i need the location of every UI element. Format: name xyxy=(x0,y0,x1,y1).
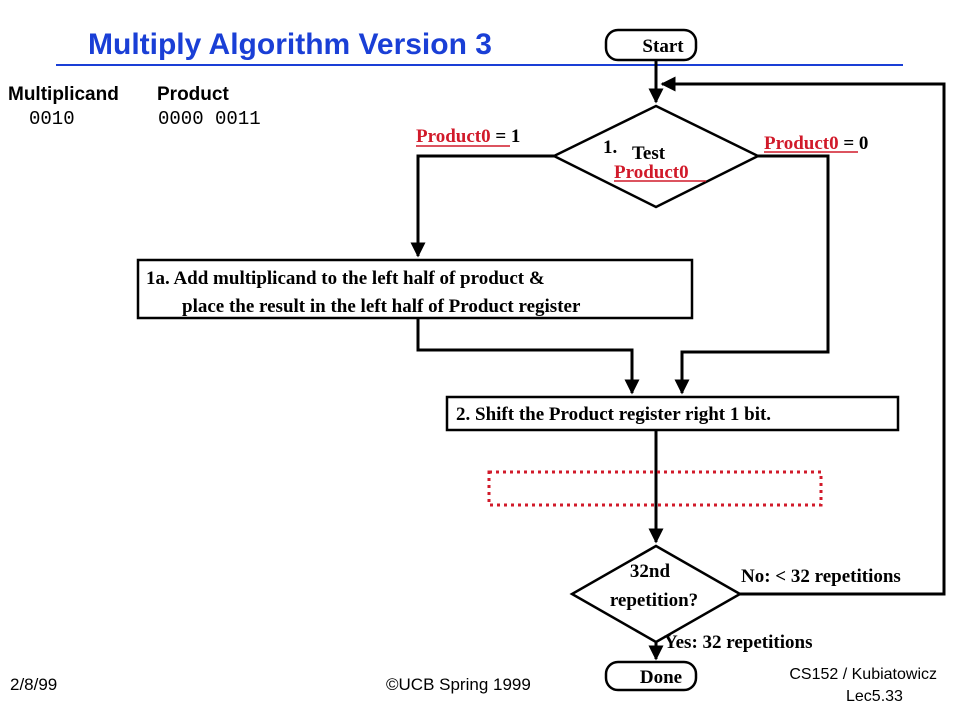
decision-line1: 32nd xyxy=(630,561,671,582)
step1a-line2: place the result in the left half of Pro… xyxy=(182,296,581,317)
product-label: Product xyxy=(157,84,229,105)
no-label: No: < 32 repetitions xyxy=(741,566,901,587)
footer-date: 2/8/99 xyxy=(10,675,57,694)
footer-lecture: Lec5.33 xyxy=(846,688,903,705)
branch-zero-label: Product0 = 0 xyxy=(764,133,868,154)
multiplicand-value: 0010 xyxy=(29,108,75,130)
step1a-box xyxy=(136,258,694,320)
branch-zero-value: = 0 xyxy=(839,133,869,154)
branch-zero-register: Product0 xyxy=(764,133,839,154)
test-word: Test xyxy=(632,143,666,164)
start-label: Start xyxy=(642,36,684,57)
done-terminal xyxy=(604,660,698,692)
product-value: 0000 0011 xyxy=(158,108,261,130)
done-label: Done xyxy=(640,667,682,688)
slide-title: Multiply Algorithm Version 3 xyxy=(88,28,492,61)
footer-copyright: ©UCB Spring 1999 xyxy=(386,675,531,694)
line-test-to-shift xyxy=(674,154,830,395)
multiplicand-label: Multiplicand xyxy=(8,84,119,105)
step1a-line1: 1a. Add multiplicand to the left half of… xyxy=(146,268,545,289)
loop-back-line xyxy=(660,76,946,596)
footer-course: CS152 / Kubiatowicz xyxy=(789,666,937,683)
arrow-add-to-shift xyxy=(416,318,640,395)
arrow-test-to-add xyxy=(410,154,554,258)
yes-label: Yes: 32 repetitions xyxy=(664,632,812,653)
start-terminal xyxy=(604,28,698,62)
step2-label: 2. Shift the Product register right 1 bi… xyxy=(456,404,771,425)
test-step-number: 1. xyxy=(603,137,617,158)
test-register: Product0 xyxy=(614,162,689,183)
branch-one-register: Product0 xyxy=(416,126,491,147)
branch-one-label: Product0 = 1 xyxy=(416,126,520,147)
branch-one-value: = 1 xyxy=(491,126,521,147)
step2-box xyxy=(445,395,900,432)
decision-line2: repetition? xyxy=(610,590,698,611)
test-diamond xyxy=(551,104,761,209)
